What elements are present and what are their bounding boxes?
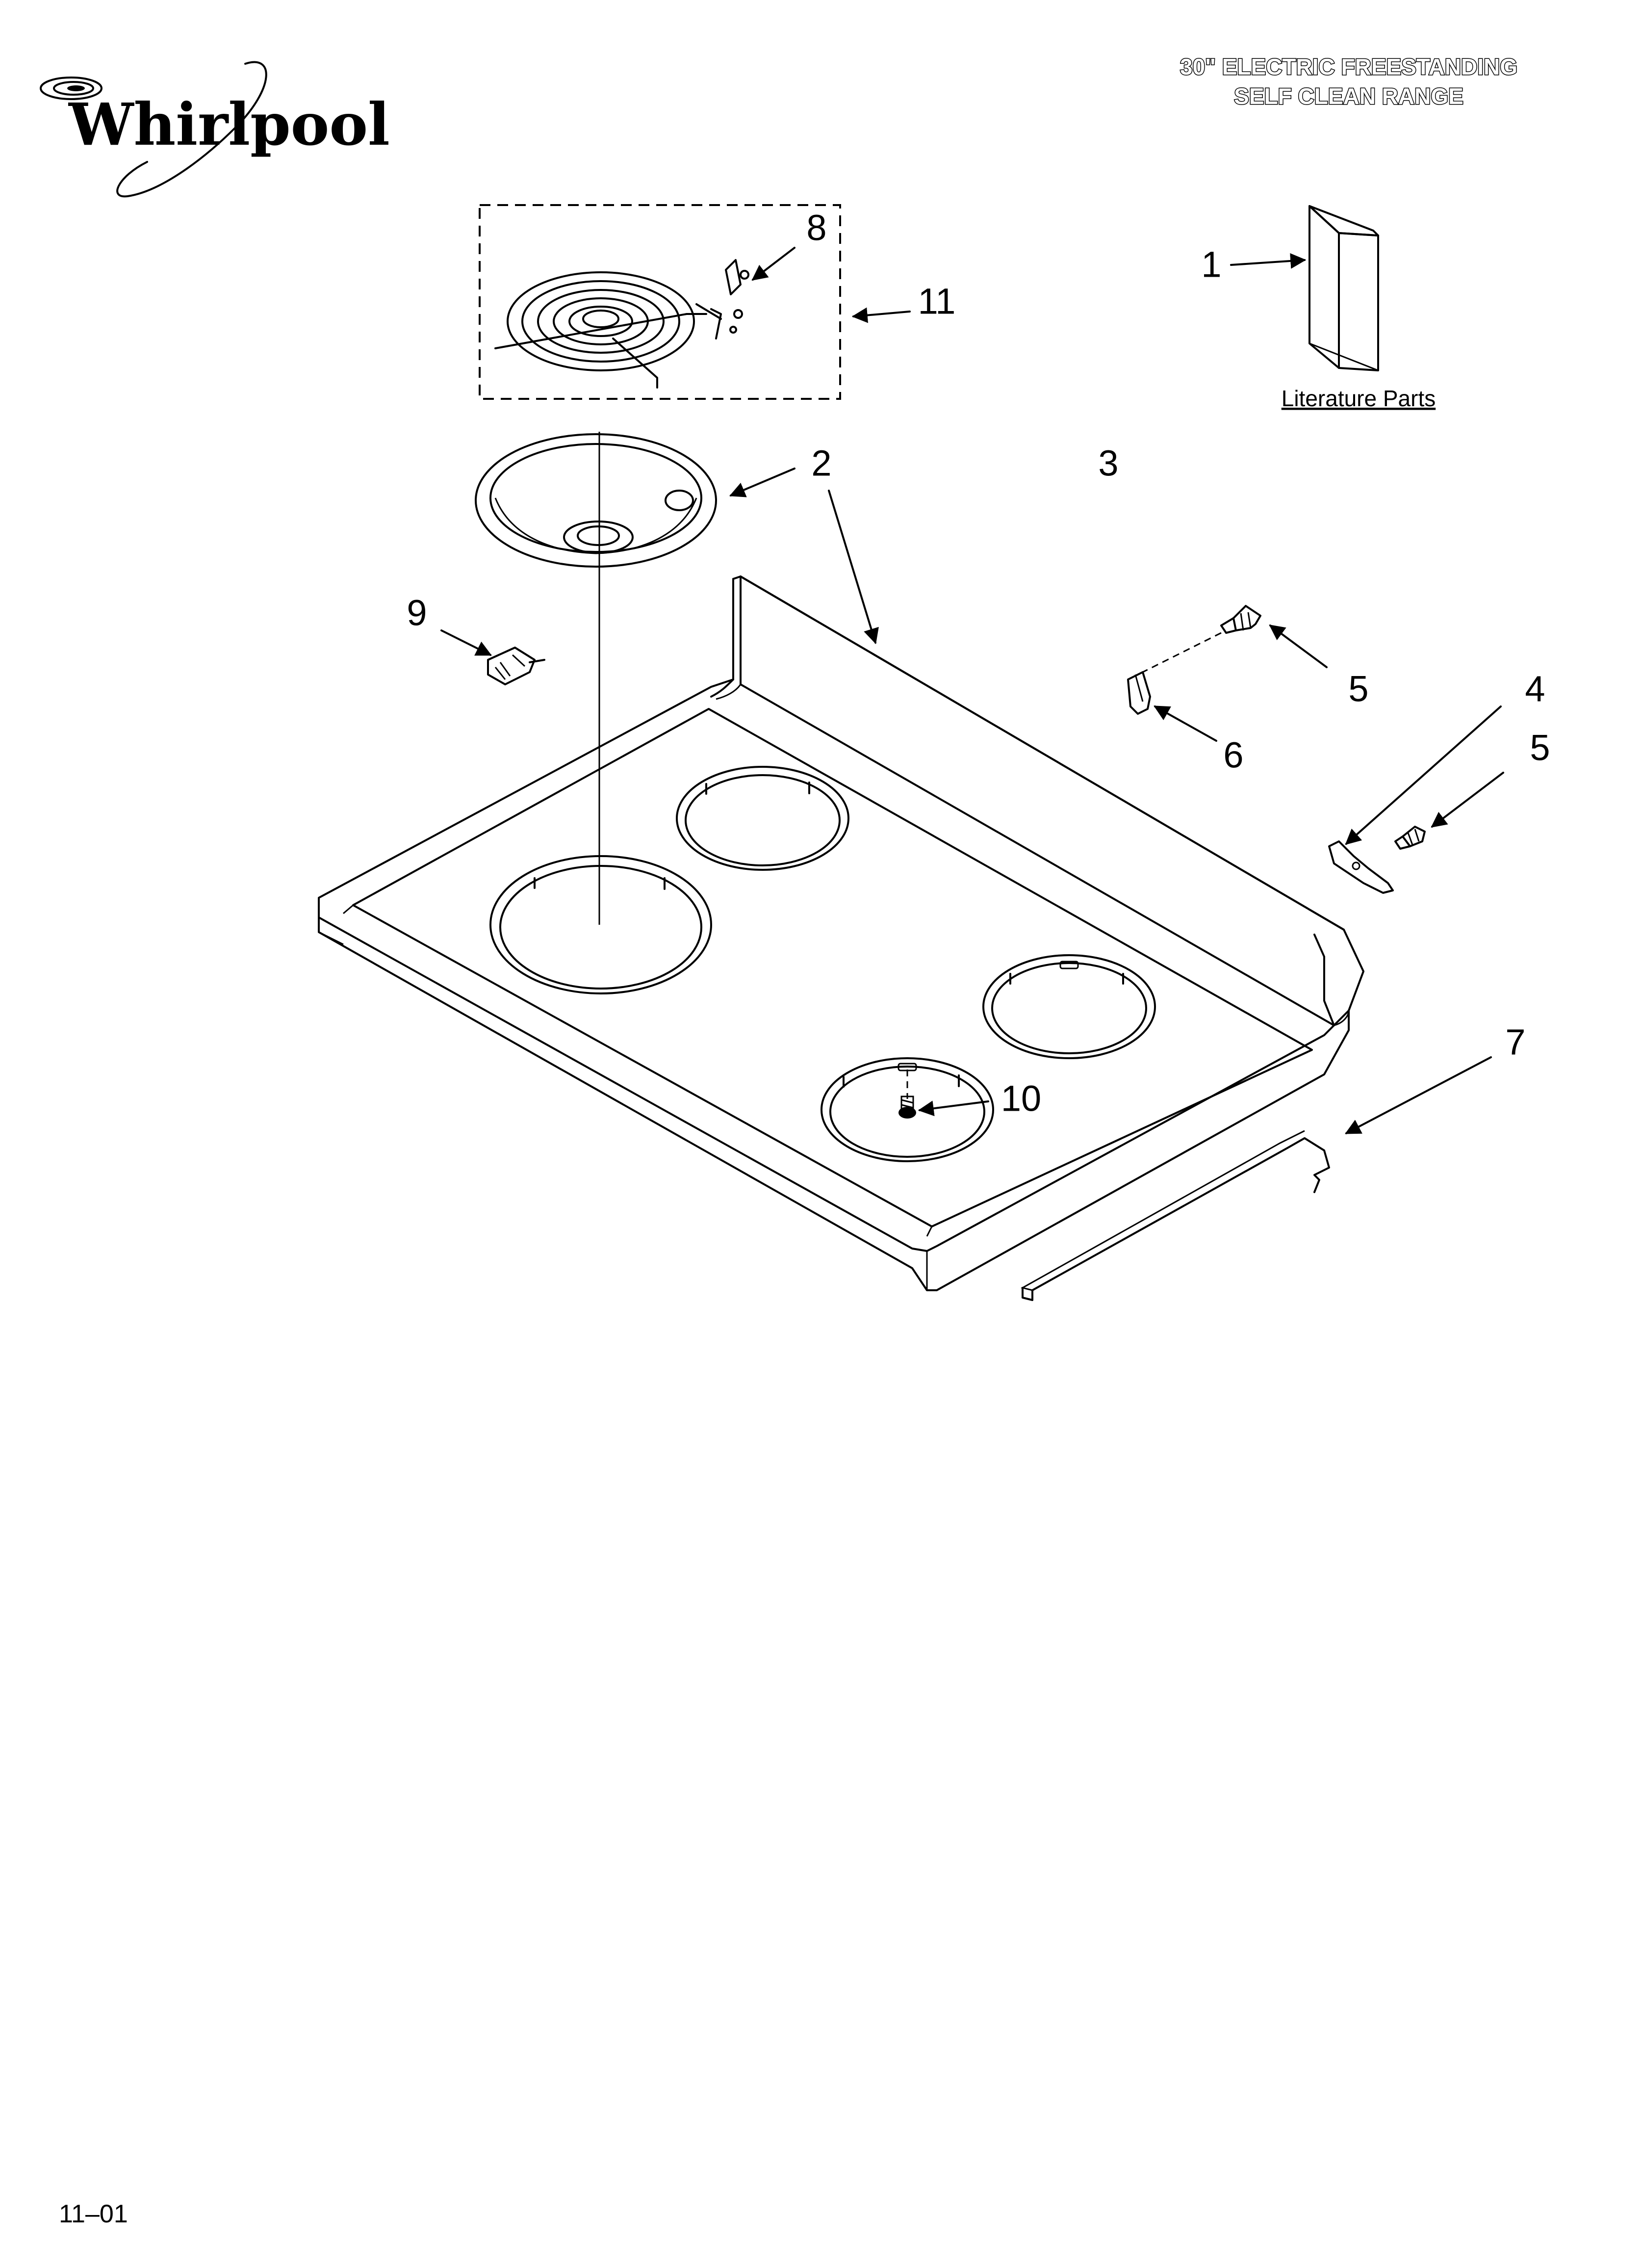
title-line-2: SELF CLEAN RANGE — [1234, 83, 1463, 109]
logo-wordmark: Whirlpool — [68, 90, 390, 158]
callout-3: 3 — [1098, 443, 1118, 484]
leader-11 — [851, 307, 911, 323]
leader-10 — [918, 1100, 989, 1117]
terminal-block-clip — [710, 259, 749, 339]
callout-10: 10 — [1001, 1078, 1041, 1119]
leader-5b — [1431, 772, 1504, 828]
callout-4: 4 — [1525, 669, 1545, 709]
clip-6 — [1127, 671, 1151, 715]
bracket-4 — [1328, 840, 1394, 894]
terminal-connector — [487, 647, 545, 685]
drip-bowl — [475, 433, 717, 568]
callout-6: 6 — [1223, 735, 1243, 776]
leader-3 — [828, 490, 879, 645]
leader-8 — [751, 247, 795, 281]
callout-11: 11 — [918, 281, 956, 322]
callout-5-lower: 5 — [1530, 728, 1550, 768]
screw-axis-upper — [1137, 632, 1222, 676]
callout-8: 8 — [806, 208, 826, 248]
element-assembly-box — [479, 204, 841, 400]
callout-7: 7 — [1505, 1022, 1525, 1063]
leader-9 — [440, 629, 492, 656]
callout-1: 1 — [1201, 244, 1221, 285]
surface-element-coil — [494, 271, 722, 389]
burner-opening-right-rear — [982, 954, 1156, 1059]
literature-booklet — [1308, 205, 1379, 371]
leader-2 — [729, 468, 795, 497]
burner-opening-left-rear — [676, 766, 849, 871]
footer-date-code: 11–01 — [59, 2200, 128, 2228]
cooktop — [318, 575, 1364, 1291]
screw-10 — [898, 1069, 916, 1119]
screw-5-upper — [1220, 605, 1261, 634]
leader-4 — [1345, 705, 1502, 845]
leader-7 — [1345, 1056, 1492, 1134]
burner-opening-left-front — [489, 855, 712, 994]
callout-9: 9 — [407, 593, 427, 633]
callout-2: 2 — [811, 443, 831, 484]
title-line-1: 30" ELECTRIC FREESTANDING — [1180, 54, 1517, 79]
literature-parts-label: Literature Parts — [1282, 386, 1436, 411]
leader-6 — [1154, 705, 1217, 742]
leader-5a — [1269, 625, 1328, 668]
screw-5-lower — [1394, 826, 1426, 850]
rod-7 — [1020, 1130, 1330, 1301]
whirlpool-logo: Whirlpool — [40, 61, 390, 198]
callout-5-upper: 5 — [1348, 669, 1368, 709]
leader-1 — [1230, 253, 1307, 269]
